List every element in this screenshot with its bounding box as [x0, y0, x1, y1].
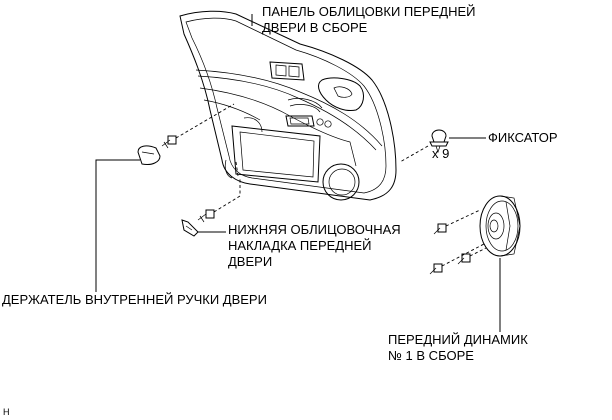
screw-icon	[433, 223, 447, 235]
speaker-dash-1	[445, 209, 481, 227]
panel-label-line1: ПАНЕЛЬ ОБЛИЦОВКИ ПЕРЕДНЕЙ	[262, 4, 476, 19]
screw-dash-lower	[213, 178, 241, 213]
speaker-label-line1: ПЕРЕДНИЙ ДИНАМИК	[388, 332, 528, 347]
clip-icon	[429, 129, 449, 154]
lower-cover-label-line1: НИЖНЯЯ ОБЛИЦОВОЧНАЯ	[228, 222, 401, 237]
lower-cover-label-line3: ДВЕРИ	[228, 254, 273, 269]
screw-dash-upper	[175, 103, 235, 139]
inner-handle-holder-icon	[137, 145, 161, 165]
speaker-label-line2: № 1 В СБОРЕ	[388, 348, 474, 363]
clip-dash	[399, 145, 429, 163]
clip-quantity: x 9	[432, 146, 450, 161]
speaker-dash-3	[469, 247, 487, 257]
lower-cover-label-line2: НАКЛАДКА ПЕРЕДНЕЙ	[228, 238, 372, 253]
holder-label: ДЕРЖАТЕЛЬ ВНУТРЕННЕЙ РУЧКИ ДВЕРИ	[2, 292, 267, 307]
speaker-icon	[479, 195, 521, 257]
panel-label-line2: ДВЕРИ В СБОРЕ	[262, 20, 368, 35]
screw-icon	[161, 135, 177, 149]
screw-icon	[457, 253, 471, 265]
clip-label: ФИКСАТОР	[488, 130, 558, 145]
speaker-dash-2	[441, 243, 485, 267]
holder-leader	[95, 159, 140, 292]
screw-icon	[197, 209, 215, 223]
lower-trim-cover-icon	[181, 219, 199, 237]
screw-icon	[429, 263, 443, 275]
corner-mark: H	[3, 407, 10, 417]
cover-dash	[235, 161, 239, 177]
door-trim-panel-icon	[179, 10, 397, 201]
